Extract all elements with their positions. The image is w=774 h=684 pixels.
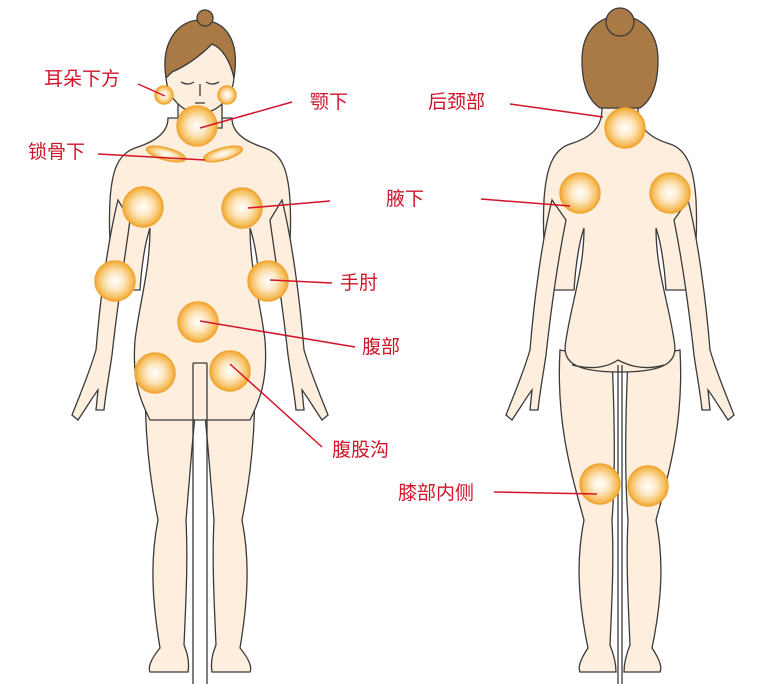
label-armpit: 腋下	[386, 188, 425, 210]
back-figure	[505, 7, 735, 684]
front-right-arm	[269, 198, 329, 421]
back-hair-bun	[605, 7, 635, 37]
node-jaw	[176, 105, 218, 147]
leader-clavicle	[97, 153, 206, 161]
leader-armpit-front	[247, 200, 331, 209]
label-jaw: 颚下	[310, 91, 349, 113]
leader-elbow	[269, 279, 333, 284]
label-nape: 后颈部	[428, 91, 486, 113]
leader-armpit-back	[480, 198, 571, 207]
node-abdomen	[177, 301, 219, 343]
front-eyes	[180, 81, 220, 104]
front-left-arm	[71, 198, 131, 421]
node-right-groin	[209, 350, 251, 392]
back-lymph-nodes	[559, 107, 691, 507]
label-elbow: 手肘	[340, 272, 379, 294]
label-ear: 耳朵下方	[44, 68, 121, 90]
node-right-knee	[627, 465, 669, 507]
leader-jaw	[199, 101, 293, 129]
node-left-groin	[134, 352, 176, 394]
back-right-arm	[673, 198, 735, 421]
front-hair	[164, 19, 236, 80]
back-buttocks-line	[571, 359, 665, 684]
back-left-leg	[558, 349, 617, 673]
leader-knee	[493, 491, 598, 495]
back-head-hair	[581, 15, 659, 109]
front-crotch-gap	[192, 362, 208, 684]
label-knee: 膝部内侧	[398, 482, 475, 504]
back-left-arm	[505, 198, 567, 421]
front-hair-bun	[196, 9, 214, 27]
label-abdomen: 腹部	[362, 336, 401, 358]
node-right-ear	[217, 85, 237, 105]
node-left-armpit	[122, 186, 164, 228]
leader-nape	[509, 103, 604, 118]
front-lymph-nodes	[94, 85, 289, 394]
back-right-leg	[623, 349, 682, 673]
leader-ear	[137, 83, 166, 97]
leader-groin	[229, 363, 323, 448]
node-right-armpit	[221, 187, 263, 229]
label-groin: 腹股沟	[332, 439, 390, 461]
node-left-elbow	[94, 260, 136, 302]
label-clavicle: 锁骨下	[28, 141, 86, 163]
leader-lines	[97, 83, 604, 495]
node-nape	[604, 107, 646, 149]
node-right-armpit-back	[649, 172, 691, 214]
node-left-knee	[579, 463, 621, 505]
node-left-armpit-back	[559, 172, 601, 214]
leader-abdomen	[199, 320, 356, 348]
